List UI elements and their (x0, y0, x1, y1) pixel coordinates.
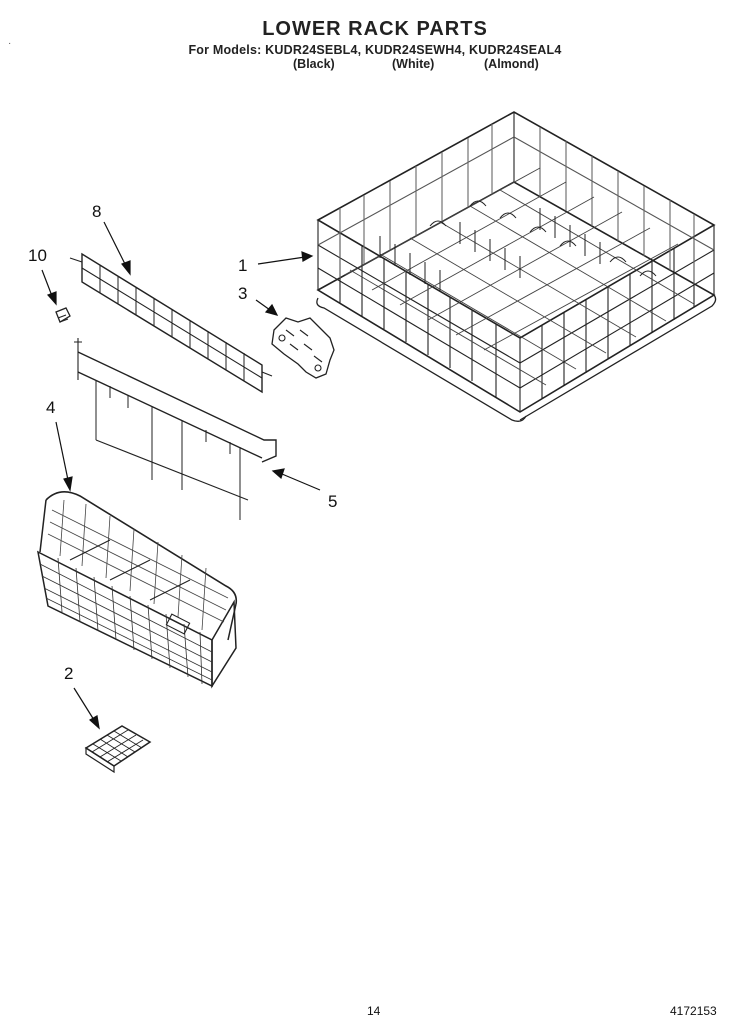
color-labels: (Black) (White) (Almond) (0, 57, 750, 73)
document-number: 4172153 (670, 1004, 717, 1018)
silverware-basket-icon (36, 491, 238, 689)
screw-icon (55, 307, 71, 323)
leader-line-3 (255, 299, 271, 311)
leader-line-4 (55, 421, 69, 481)
leader-line-8 (103, 221, 127, 267)
rack-slide-icon (74, 338, 277, 520)
color-label-almond: (Almond) (484, 57, 539, 71)
page-number: 14 (367, 1004, 381, 1018)
lower-rack-icon (316, 111, 717, 422)
color-label-black: (Black) (293, 57, 335, 71)
leader-line-2 (73, 687, 95, 721)
callout-4: 4 (46, 398, 56, 417)
callout-10: 10 (28, 246, 47, 265)
callout-5: 5 (328, 492, 338, 511)
color-label-white: (White) (392, 57, 435, 71)
leader-line-10 (41, 269, 53, 297)
callout-1: 1 (238, 256, 248, 275)
rack-clip-icon (271, 317, 335, 379)
callout-2: 2 (64, 664, 74, 683)
corner-mark: · (8, 38, 12, 49)
page-title: LOWER RACK PARTS (262, 18, 488, 40)
basket-lid-icon (84, 725, 152, 774)
callout-3: 3 (238, 284, 248, 303)
leader-line-5 (281, 473, 321, 491)
rack-insert-icon (69, 252, 273, 394)
model-list: For Models: KUDR24SEBL4, KUDR24SEWH4, KU… (188, 43, 562, 57)
callout-8: 8 (92, 202, 102, 221)
header: LOWER RACK PARTS For Models: KUDR24SEBL4… (0, 18, 750, 73)
leader-line-1 (257, 256, 306, 265)
